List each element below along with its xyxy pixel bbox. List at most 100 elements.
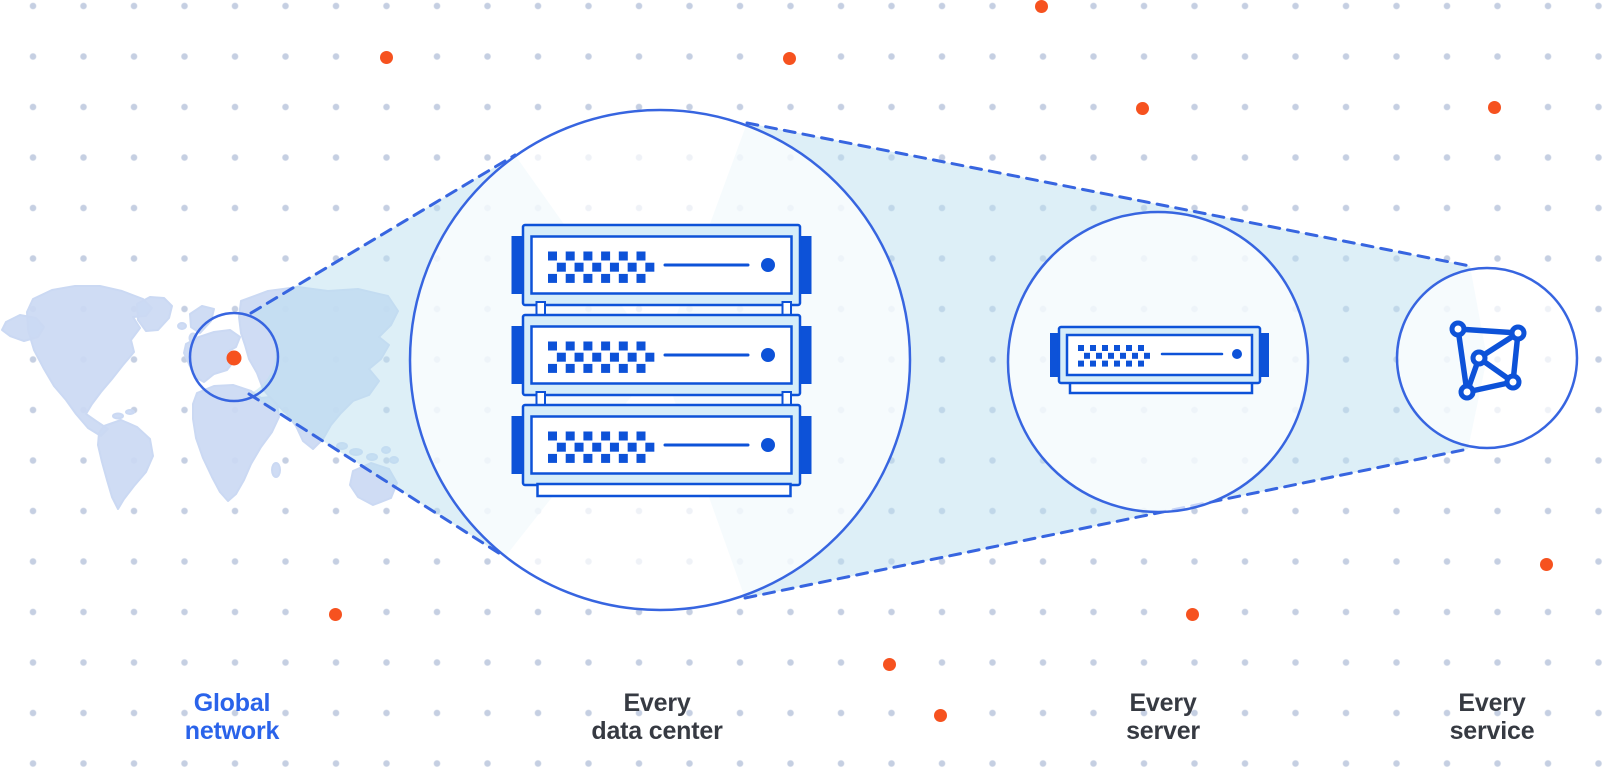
server-indicator-led	[761, 258, 775, 272]
zoom-beam-dashed-edge	[249, 153, 517, 315]
server-rack-ear	[799, 236, 812, 294]
vent-square	[556, 262, 566, 272]
island-shape	[112, 412, 124, 420]
vent-square	[601, 273, 611, 283]
vent-square	[565, 251, 575, 261]
server-rack-ear	[511, 236, 524, 294]
server-unit	[511, 403, 812, 487]
orange-dot	[1487, 100, 1501, 114]
vent-square	[1126, 345, 1132, 351]
vent-square	[627, 352, 637, 362]
vent-square	[583, 273, 593, 283]
vent-square	[618, 453, 628, 463]
orange-dot	[882, 657, 896, 671]
vent-square	[565, 363, 575, 373]
zoom-beam-dashed-edge	[743, 447, 1470, 600]
orange-dot	[379, 50, 393, 64]
rack-base	[536, 482, 792, 498]
label-line: Every	[623, 689, 691, 717]
continent-shape	[1, 314, 45, 342]
island-shape	[125, 409, 135, 415]
vent-square	[592, 442, 602, 452]
vent-square	[609, 442, 619, 452]
vent-square	[645, 352, 655, 362]
server-indicator-led	[761, 438, 775, 452]
server-faceplate	[530, 415, 793, 475]
vent-square	[592, 352, 602, 362]
server-faceplate	[1065, 333, 1254, 377]
zoom-beam-dashed-edge	[247, 392, 507, 559]
server-stack	[511, 223, 812, 498]
label-every-service: Every service	[1450, 689, 1535, 745]
server-unit	[511, 313, 812, 397]
vent-square	[1078, 345, 1084, 351]
vent-square	[618, 363, 628, 373]
vent-square	[636, 363, 646, 373]
server-rack-ear	[511, 416, 524, 474]
vent-square	[1120, 352, 1126, 359]
vent-square	[609, 262, 619, 272]
vent-square	[583, 453, 593, 463]
single-server	[1050, 325, 1269, 395]
label-line: network	[184, 717, 280, 745]
orange-dot	[1135, 101, 1149, 115]
server-unit	[1050, 325, 1269, 385]
vent-square	[1108, 352, 1114, 359]
orange-dot	[782, 51, 796, 65]
vent-square	[636, 341, 646, 351]
label-global-network: Global network	[184, 689, 280, 745]
vent-square	[565, 431, 575, 441]
continent-shape	[136, 296, 173, 332]
vent-square	[565, 453, 575, 463]
island-shape	[271, 462, 281, 478]
orange-dot	[1539, 557, 1553, 571]
vent-square	[601, 431, 611, 441]
server-rack-ear	[1050, 333, 1060, 377]
vent-square	[1144, 352, 1150, 359]
vent-square	[1102, 345, 1108, 351]
vent-square	[583, 363, 593, 373]
vent-square	[1138, 360, 1144, 367]
vent-square	[636, 251, 646, 261]
map-location-marker	[226, 350, 242, 366]
label-line: data center	[591, 717, 723, 745]
vent-square	[574, 442, 584, 452]
vent-square	[627, 262, 637, 272]
vent-square	[636, 453, 646, 463]
vent-square	[1090, 360, 1096, 367]
vent-square	[548, 251, 557, 261]
server-indicator-led	[1232, 349, 1242, 359]
vent-square	[548, 453, 557, 463]
vent-square	[601, 251, 611, 261]
zoom-beam-dashed-edge	[745, 121, 1472, 268]
vent-square	[636, 273, 646, 283]
vent-square	[1138, 345, 1144, 351]
vent-square	[618, 251, 628, 261]
vent-square	[601, 453, 611, 463]
vent-square	[556, 442, 566, 452]
vent-square	[556, 352, 566, 362]
orange-dot	[933, 708, 947, 722]
vent-square	[645, 442, 655, 452]
vent-square	[565, 341, 575, 351]
island-shape	[177, 322, 187, 330]
orange-dot	[328, 607, 342, 621]
label-every-server: Every server	[1126, 689, 1200, 745]
vent-square	[1114, 345, 1120, 351]
vent-square	[601, 341, 611, 351]
vent-square	[548, 273, 557, 283]
vent-square	[1096, 352, 1102, 359]
mesh-node	[1458, 383, 1476, 401]
stage-circle-global-network	[188, 311, 280, 403]
vent-square	[1090, 345, 1096, 351]
label-line: server	[1126, 717, 1200, 745]
mesh-node	[1509, 324, 1527, 342]
continent-shape	[189, 305, 215, 334]
vent-square	[627, 442, 637, 452]
vent-square	[645, 262, 655, 272]
label-line: Global	[193, 689, 271, 717]
vent-square	[583, 431, 593, 441]
vent-square	[583, 341, 593, 351]
vent-square	[583, 251, 593, 261]
